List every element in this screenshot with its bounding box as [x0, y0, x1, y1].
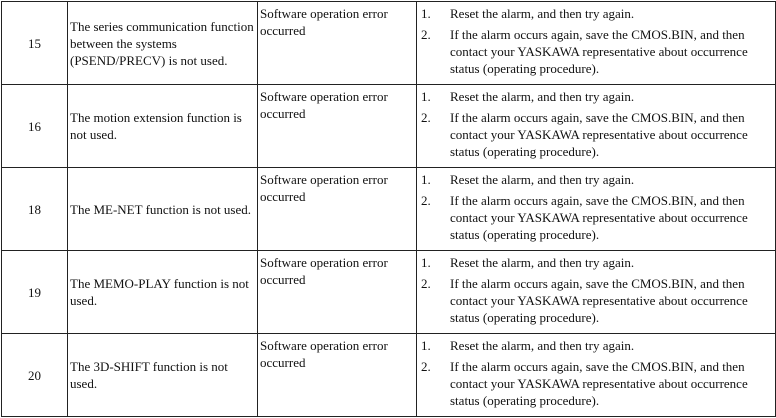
alarm-cause: Software operation error occurred — [257, 84, 417, 168]
remedy-step: 1. Reset the alarm, and then try again. — [421, 5, 771, 22]
remedy-step: 2. If the alarm occurs again, save the C… — [421, 109, 771, 160]
step-text: If the alarm occurs again, save the CMOS… — [450, 276, 748, 325]
remedy-step: 1. Reset the alarm, and then try again. — [421, 88, 771, 105]
step-text: If the alarm occurs again, save the CMOS… — [450, 27, 748, 76]
step-text: Reset the alarm, and then try again. — [450, 89, 635, 104]
step-text: If the alarm occurs again, save the CMOS… — [450, 110, 748, 159]
step-number: 2. — [421, 359, 431, 374]
step-number: 1. — [421, 338, 431, 353]
step-number: 1. — [421, 6, 431, 21]
alarm-remedy: 1. Reset the alarm, and then try again. … — [416, 250, 776, 334]
step-number: 2. — [421, 110, 431, 125]
alarm-number: 19 — [1, 250, 68, 334]
step-text: Reset the alarm, and then try again. — [450, 6, 635, 21]
remedy-step: 2. If the alarm occurs again, save the C… — [421, 275, 771, 326]
alarm-number: 20 — [1, 333, 68, 417]
step-text: Reset the alarm, and then try again. — [450, 172, 635, 187]
alarm-remedy: 1. Reset the alarm, and then try again. … — [416, 167, 776, 251]
remedy-step: 2. If the alarm occurs again, save the C… — [421, 26, 771, 77]
step-text: Reset the alarm, and then try again. — [450, 255, 635, 270]
alarm-description: The motion extension function is not use… — [67, 84, 258, 168]
alarm-number: 15 — [1, 1, 68, 85]
remedy-step: 1. Reset the alarm, and then try again. — [421, 171, 771, 188]
step-number: 2. — [421, 276, 431, 291]
alarm-description: The series communication function betwee… — [67, 1, 258, 85]
remedy-step: 1. Reset the alarm, and then try again. — [421, 337, 771, 354]
table-row: 16 The motion extension function is not … — [1, 84, 776, 168]
alarm-number: 16 — [1, 84, 68, 168]
alarm-cause: Software operation error occurred — [257, 1, 417, 85]
alarm-remedy: 1. Reset the alarm, and then try again. … — [416, 333, 776, 417]
step-text: Reset the alarm, and then try again. — [450, 338, 635, 353]
step-number: 1. — [421, 89, 431, 104]
alarm-description: The 3D-SHIFT function is not used. — [67, 333, 258, 417]
remedy-step: 2. If the alarm occurs again, save the C… — [421, 192, 771, 243]
alarm-description: The MEMO-PLAY function is not used. — [67, 250, 258, 334]
table-row: 20 The 3D-SHIFT function is not used. So… — [1, 333, 776, 417]
alarm-remedy: 1. Reset the alarm, and then try again. … — [416, 1, 776, 85]
table-row: 15 The series communication function bet… — [1, 1, 776, 85]
step-number: 2. — [421, 193, 431, 208]
remedy-step: 2. If the alarm occurs again, save the C… — [421, 358, 771, 409]
step-number: 1. — [421, 172, 431, 187]
alarm-cause: Software operation error occurred — [257, 333, 417, 417]
alarm-cause: Software operation error occurred — [257, 167, 417, 251]
table-row: 18 The ME-NET function is not used. Soft… — [1, 167, 776, 251]
table-row: 19 The MEMO-PLAY function is not used. S… — [1, 250, 776, 334]
step-number: 1. — [421, 255, 431, 270]
step-number: 2. — [421, 27, 431, 42]
alarm-cause: Software operation error occurred — [257, 250, 417, 334]
alarm-number: 18 — [1, 167, 68, 251]
step-text: If the alarm occurs again, save the CMOS… — [450, 359, 748, 408]
remedy-step: 1. Reset the alarm, and then try again. — [421, 254, 771, 271]
step-text: If the alarm occurs again, save the CMOS… — [450, 193, 748, 242]
alarm-remedy: 1. Reset the alarm, and then try again. … — [416, 84, 776, 168]
alarm-description: The ME-NET function is not used. — [67, 167, 258, 251]
